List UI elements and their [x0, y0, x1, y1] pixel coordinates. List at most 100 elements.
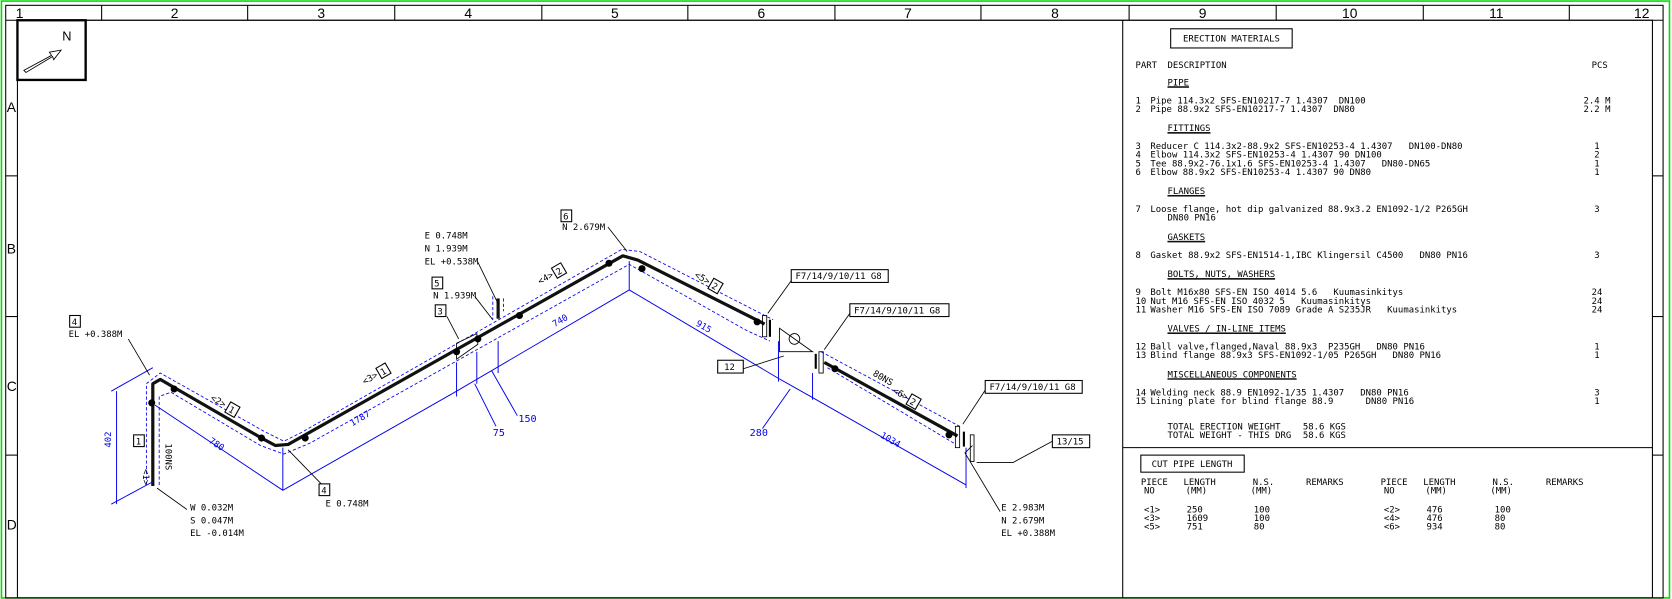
cut-pipe-length: 1609 — [1187, 514, 1209, 524]
piece3-mark: 1 — [379, 367, 389, 378]
material-pcs: 1 — [1594, 168, 1599, 178]
cut-pipe-ns: 80 — [1495, 514, 1506, 524]
material-part-no: 2 — [1136, 105, 1141, 115]
ruler-column-label: 1 — [16, 5, 24, 21]
piece3-label: <3> — [361, 371, 380, 388]
dimension-lines: 402 780 1787 75 150 740 915 280 1034 — [104, 261, 967, 505]
start-coord-s: S 0.047M — [190, 516, 233, 526]
flange-tag-2: F7/14/9/10/11 G8 — [854, 306, 940, 316]
material-pcs: 24 — [1592, 288, 1603, 298]
pipe-run — [151, 254, 766, 487]
material-group-title: GASKETS — [1167, 233, 1205, 243]
material-description: Gasket 88.9x2 SFS-EN1514-1,IBC Klingersi… — [1150, 251, 1467, 261]
cut-pipe-header: N.S. — [1493, 478, 1515, 488]
material-description: Washer M16 SFS-EN ISO 7089 Grade A S235J… — [1150, 305, 1457, 315]
cut-pipe-header: PIECE — [1381, 478, 1408, 488]
ruler-row-label: A — [7, 99, 17, 115]
material-description: Bolt M16x80 SFS-EN ISO 4014 5.6 Kuumasin… — [1150, 288, 1403, 298]
cut-pipe-piece: <1> — [1144, 506, 1160, 516]
cut-pipe-header: N.S. — [1253, 478, 1275, 488]
total-value: 58.6 KGS — [1303, 431, 1346, 441]
material-part-no: 13 — [1136, 351, 1147, 361]
elbow6-tag: 6 — [563, 213, 568, 223]
ruler-column-label: 4 — [464, 5, 472, 21]
ruler-column-label: 7 — [904, 5, 912, 21]
flange-tag-3: F7/14/9/10/11 G8 — [989, 383, 1075, 393]
materials-title: ERECTION MATERIALS — [1183, 35, 1280, 45]
cut-pipe-length: 751 — [1187, 523, 1203, 533]
material-pcs: 24 — [1592, 305, 1603, 315]
dim-780: 780 — [207, 436, 226, 453]
cut-pipe-header: PIECE — [1141, 478, 1168, 488]
material-description: Ball valve,flanged,Naval 88.9x3 P235GH D… — [1150, 343, 1424, 353]
cut-pipe-ns: 80 — [1254, 523, 1265, 533]
material-part-no: 15 — [1136, 397, 1147, 407]
material-part-no: 11 — [1136, 305, 1147, 315]
material-description: Reducer C 114.3x2-88.9x2 SFS-EN10253-4 1… — [1150, 142, 1462, 152]
dim-402: 402 — [104, 431, 114, 447]
material-group-title: MISCELLANEOUS COMPONENTS — [1167, 370, 1296, 380]
ruler-column-label: 5 — [611, 5, 619, 21]
material-description: Welding neck 88.9 EN1092-1/35 1.4307 DN8… — [1150, 388, 1408, 398]
blind-flange-symbol — [969, 434, 975, 462]
material-part-no: 5 — [1136, 159, 1141, 169]
end-coord-n: N 2.679M — [1001, 516, 1044, 526]
cut-pipe-header: REMARKS — [1546, 478, 1584, 488]
material-pcs: 2.4 M — [1584, 96, 1611, 106]
material-part-no: 12 — [1136, 343, 1147, 353]
cut-pipe-header-unit: (MM) — [1490, 486, 1512, 496]
north-arrow: N — [16, 19, 87, 82]
north-label: N — [62, 29, 71, 44]
material-description: Pipe 88.9x2 SFS-EN10217-7 1.4307 DN80 — [1150, 105, 1354, 115]
tee-tag: 5 — [434, 280, 439, 290]
end-coord-el: EL +0.388M — [1001, 529, 1055, 539]
tee-coord-n: N 1.939M — [425, 245, 468, 255]
cut-pipe-length: 476 — [1426, 506, 1442, 516]
material-pcs: 1 — [1594, 397, 1599, 407]
material-pcs: 2 — [1594, 151, 1599, 161]
material-pcs: 2.2 M — [1584, 105, 1611, 115]
ruler-row-label: C — [7, 378, 17, 394]
piece1-mark: 1 — [136, 437, 141, 447]
ruler-row-label: B — [7, 241, 16, 257]
cut-pipe-ns: 100 — [1254, 514, 1270, 524]
material-group-title: VALVES / IN-LINE ITEMS — [1167, 324, 1285, 334]
north-arrow-icon — [23, 49, 63, 74]
cut-pipe-ns: 100 — [1495, 506, 1511, 516]
weld-points — [148, 259, 953, 442]
dim-915: 915 — [694, 319, 713, 336]
ruler-column-label: 2 — [171, 5, 179, 21]
piece6-mark: 2 — [907, 397, 917, 408]
end-coord-e: E 2.983M — [1001, 504, 1044, 514]
material-part-no: 9 — [1136, 288, 1141, 298]
material-description-cont: DN80 PN16 — [1167, 214, 1215, 224]
material-group-title: FLANGES — [1167, 187, 1205, 197]
material-description: Nut M16 SFS-EN ISO 4032 5 Kuumasinkitys — [1150, 297, 1371, 307]
ruler-column-label: 3 — [317, 5, 325, 21]
material-pcs: 1 — [1594, 142, 1599, 152]
material-pcs: 1 — [1594, 351, 1599, 361]
cut-pipe-ns: 100 — [1254, 506, 1270, 516]
erection-materials-table: ERECTION MATERIALS PART DESCRIPTION PCS … — [1136, 28, 1611, 441]
material-part-no: 8 — [1136, 251, 1141, 261]
total-value: 58.6 KGS — [1303, 423, 1346, 433]
cut-pipe-piece: <3> — [1144, 514, 1160, 524]
material-part-no: 7 — [1136, 205, 1141, 215]
elbow4-top-tag: 4 — [72, 318, 77, 328]
col-description: DESCRIPTION — [1167, 61, 1226, 71]
material-group-title: FITTINGS — [1167, 124, 1210, 134]
cut-pipe-header-unit: NO — [1384, 486, 1395, 496]
ruler-column-label: 11 — [1489, 5, 1504, 21]
start-coord-w: W 0.032M — [190, 504, 233, 514]
material-description: Lining plate for blind flange 88.9 DN80 … — [1150, 397, 1414, 407]
elbow4-bottom-tag: 4 — [321, 486, 326, 496]
material-part-no: 14 — [1136, 388, 1147, 398]
material-part-no: 6 — [1136, 168, 1141, 178]
flange-symbols — [762, 315, 975, 462]
material-description: Elbow 88.9x2 SFS-EN10253-4 1.4307 90 DN8… — [1150, 168, 1371, 178]
cut-pipe-length-table: CUT PIPE LENGTH PIECENOLENGTH(MM)N.S.(MM… — [1140, 454, 1584, 533]
ruler-column-label: 9 — [1199, 5, 1207, 21]
